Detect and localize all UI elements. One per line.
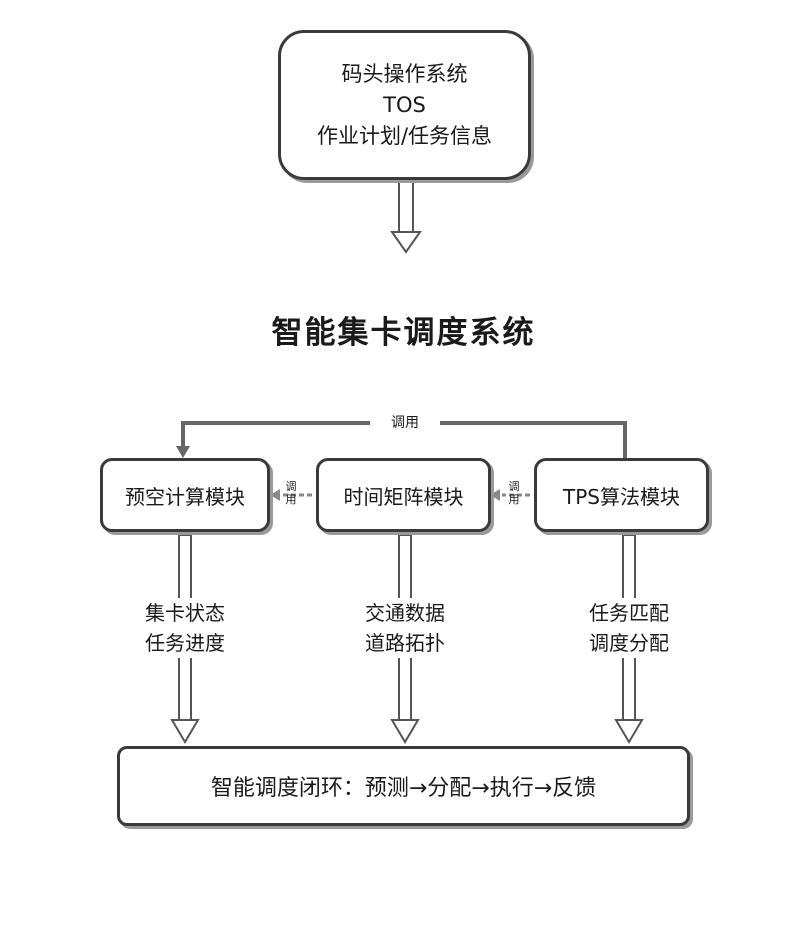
loop-text: 智能调度闭环：预测→分配→执行→反馈	[211, 770, 596, 802]
output-label-2: 交通数据 道路拓扑	[345, 598, 465, 658]
output-label-1: 集卡状态 任务进度	[125, 598, 245, 658]
tos-line-3: 作业计划/任务信息	[317, 121, 492, 152]
call-label-right: 调 用	[506, 480, 522, 506]
call-label-left: 调 用	[283, 480, 299, 506]
output-label-3: 任务匹配 调度分配	[569, 598, 689, 658]
tos-line-1: 码头操作系统	[342, 59, 468, 90]
module-time-matrix-label: 时间矩阵模块	[344, 481, 464, 510]
system-title: 智能集卡调度系统	[52, 307, 755, 352]
call-label-top: 调用	[370, 412, 440, 432]
module-prediction-label: 预空计算模块	[125, 481, 245, 510]
module-time-matrix: 时间矩阵模块	[316, 458, 491, 532]
module-tps-label: TPS算法模块	[563, 481, 680, 510]
tos-box: 码头操作系统 TOS 作业计划/任务信息	[278, 30, 531, 180]
module-prediction: 预空计算模块	[100, 458, 270, 532]
module-tps: TPS算法模块	[534, 458, 709, 532]
loop-box: 智能调度闭环：预测→分配→执行→反馈	[117, 746, 690, 826]
tos-to-system-arrow	[392, 180, 420, 252]
tos-line-2: TOS	[383, 90, 426, 121]
